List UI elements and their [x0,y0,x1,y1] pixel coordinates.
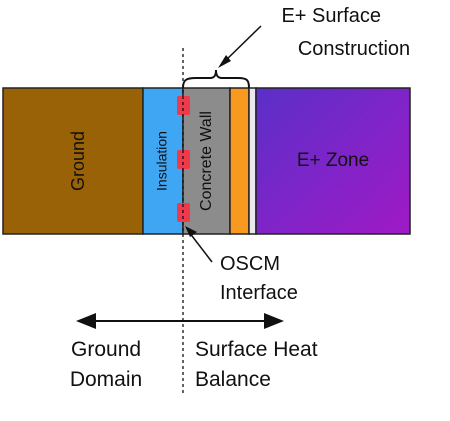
ground-layer-label: Ground [68,131,88,191]
oscm-leader-line [188,231,213,263]
insulation-layer-label: Insulation [154,131,170,191]
surface-construction-line-2: Construction [298,38,410,60]
surface-construction-line-1: E+ Surface [281,5,381,27]
ground-domain-label: Ground Domain [70,338,147,391]
callout-leader-line [221,25,262,65]
ground-layer [2,87,144,235]
concrete-wall-layer-label: Concrete Wall [198,111,215,211]
oscm-marker [177,96,190,115]
air-gap-layer [248,87,257,235]
oscm-marker [177,150,190,169]
ground-domain-line-2: Domain [70,368,142,391]
surface-heat-balance-line-1: Surface Heat [195,338,318,361]
ground-domain-line-1: Ground [71,338,141,361]
insulation-layer [142,87,184,235]
zone-layer [255,87,411,235]
concrete-wall-layer [182,87,231,235]
zone-layer-label: E+ Zone [297,150,369,171]
arrow-right-head-icon [264,313,284,329]
arrowhead-icon [218,55,231,68]
oscm-interface-line-2: Interface [220,282,298,304]
curly-brace-icon [182,69,250,89]
oscm-interface-label: OSCM Interface [220,253,298,304]
interior-finish-layer [229,87,250,235]
surface-heat-balance-label: Surface Heat Balance [195,338,323,391]
arrowhead-icon [185,226,197,237]
arrow-left-head-icon [76,313,96,329]
oscm-interface-line-1: OSCM [220,253,280,275]
surface-construction-label: E+ Surface Construction [281,5,410,60]
surface-heat-balance-line-2: Balance [195,368,271,391]
